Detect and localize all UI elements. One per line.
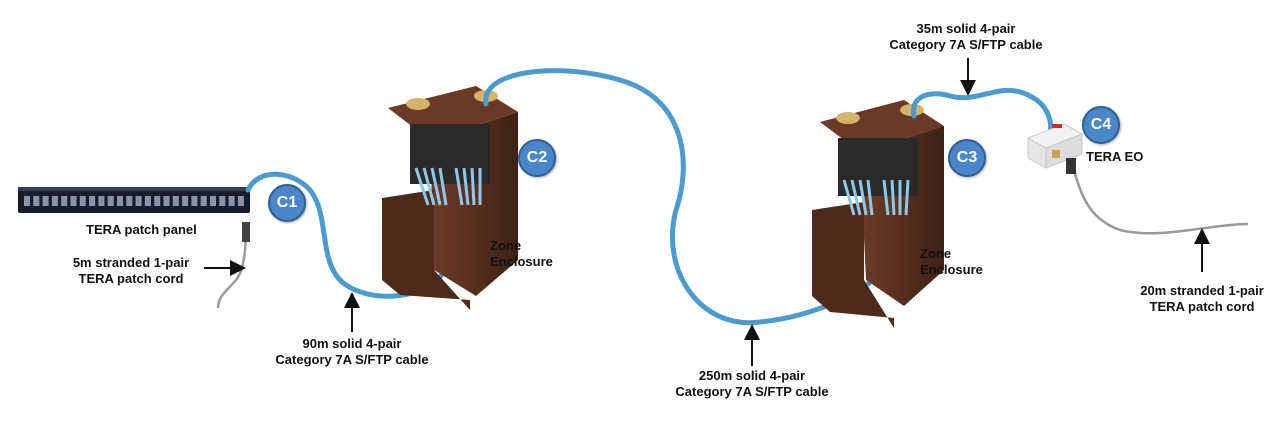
patch-panel-port	[219, 196, 226, 206]
label-cable-35m-line2: Category 7A S/FTP cable	[889, 37, 1043, 52]
patch-panel-port	[237, 196, 244, 206]
patch-panel-port	[89, 196, 96, 206]
label-left-patch-cord: 5m stranded 1-pair TERA patch cord	[56, 255, 206, 287]
patch-panel-port	[126, 196, 133, 206]
connector-badge-c2: C2	[518, 139, 556, 177]
patch-panel-port	[24, 196, 30, 206]
label-right-patch-cord-line1: 20m stranded 1-pair	[1140, 283, 1264, 298]
patch-panel-port	[172, 196, 179, 206]
connector-badge-c4: C4	[1082, 106, 1120, 144]
label-right-patch-cord-line2: TERA patch cord	[1149, 299, 1255, 314]
patch-panel-port	[107, 196, 114, 206]
patch-panel-port	[210, 196, 216, 206]
patch-panel-port	[135, 196, 142, 206]
patch-panel-port	[42, 196, 49, 206]
label-cable-35m: 35m solid 4-pair Category 7A S/FTP cable	[876, 21, 1056, 53]
patch-panel-port	[33, 196, 40, 206]
label-zone-enclosure-1-line2: Enclosure	[490, 254, 553, 269]
patch-panel-port	[154, 196, 161, 206]
connector-badge-c3: C3	[948, 139, 986, 177]
label-cable-250m: 250m solid 4-pair Category 7A S/FTP cabl…	[662, 368, 842, 400]
label-zone-enclosure-2: Zone Enclosure	[920, 246, 983, 278]
zone-enclosure-icon	[382, 86, 518, 310]
patch-panel-port	[163, 196, 170, 206]
label-tera-eo: TERA EO	[1086, 149, 1144, 164]
label-zone-enclosure-2-line2: Enclosure	[920, 262, 983, 277]
patch-panel-port	[228, 196, 235, 206]
patch-panel-port	[200, 196, 207, 206]
patch-panel-port	[182, 196, 189, 206]
label-right-patch-cord: 20m stranded 1-pair TERA patch cord	[1122, 283, 1280, 315]
label-left-patch-cord-line1: 5m stranded 1-pair	[72, 255, 190, 270]
label-cable-250m-line1: 250m solid 4-pair	[698, 368, 806, 383]
patch-panel-port	[51, 196, 58, 206]
left-cord-plug	[242, 222, 250, 242]
label-cable-90m-line1: 90m solid 4-pair	[302, 336, 402, 351]
right-cord-plug	[1066, 158, 1076, 174]
patch-panel-port	[61, 196, 68, 206]
patch-panel-port	[98, 196, 105, 206]
zone-enclosure-icon	[812, 100, 944, 328]
patch-panel-port	[117, 196, 123, 206]
label-patch-panel: TERA patch panel	[86, 222, 197, 237]
patch-panel-port	[144, 196, 151, 206]
label-cable-250m-line2: Category 7A S/FTP cable	[675, 384, 829, 399]
cable-35m	[911, 87, 1054, 141]
label-cable-90m-line2: Category 7A S/FTP cable	[275, 352, 429, 367]
cable-250m	[483, 68, 881, 326]
connector-badge-c1: C1	[268, 184, 306, 222]
label-zone-enclosure-1: Zone Enclosure	[490, 238, 553, 270]
label-zone-enclosure-2-line1: Zone	[920, 246, 952, 261]
tera-outlet-icon	[1026, 123, 1084, 169]
label-left-patch-cord-line2: TERA patch cord	[78, 271, 184, 286]
patch-panel-port	[79, 196, 86, 206]
patch-panel-port	[70, 196, 77, 206]
patch-panel-icon	[18, 187, 250, 213]
label-cable-90m: 90m solid 4-pair Category 7A S/FTP cable	[262, 336, 442, 368]
label-cable-35m-line1: 35m solid 4-pair	[916, 21, 1016, 36]
left-patch-cord	[216, 224, 248, 309]
patch-panel-port	[191, 196, 198, 206]
right-patch-cord	[1072, 169, 1249, 235]
label-zone-enclosure-1-line1: Zone	[490, 238, 522, 253]
